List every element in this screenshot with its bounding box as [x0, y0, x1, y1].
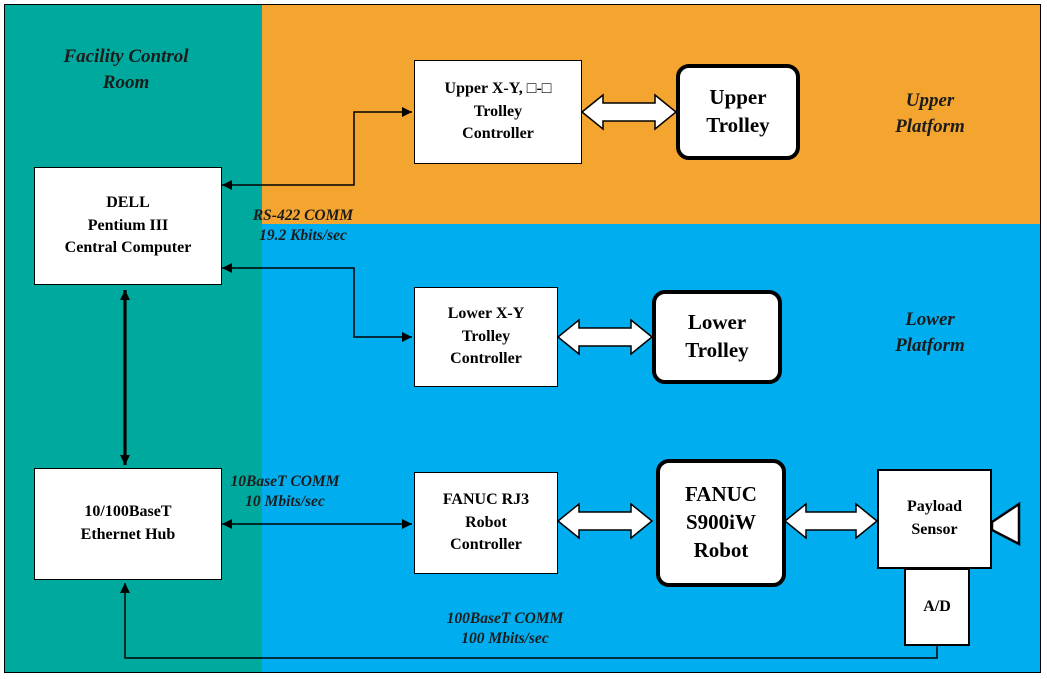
- base100-comm-label: 100BaseT COMM 100 Mbits/sec: [446, 610, 564, 648]
- upper-trolley-label: Upper Trolley: [706, 85, 770, 137]
- upper-trolley-controller-label: Upper X-Y, □-□ Trolley Controller: [444, 79, 552, 143]
- rs422-link-upper: [222, 107, 412, 190]
- lower-platform-label: Lower Platform: [895, 309, 965, 356]
- fanuc-robot-label: FANUC S900iW Robot: [685, 482, 757, 562]
- fanuc-robot-box: FANUC S900iW Robot: [656, 459, 786, 587]
- rs422-link-lower: [222, 263, 412, 342]
- double-arrow-lower: [556, 318, 654, 356]
- facility-control-room-label: Facility Control Room: [63, 46, 189, 93]
- payload-sensor-box: Payload Sensor: [877, 469, 992, 569]
- lower-trolley-controller-box: Lower X-Y Trolley Controller: [414, 287, 558, 387]
- central-computer-box: DELL Pentium III Central Computer: [34, 167, 222, 285]
- double-arrow-upper: [580, 93, 678, 131]
- lower-trolley-label: Lower Trolley: [685, 310, 749, 362]
- rs422-comm-label: RS-422 COMM 19.2 Kbits/sec: [252, 207, 354, 245]
- camera-lens-icon: [990, 501, 1021, 547]
- ad-converter-box: A/D: [904, 568, 970, 646]
- central-computer-label: DELL Pentium III Central Computer: [64, 193, 192, 257]
- robot-controller-label: FANUC RJ3 Robot Controller: [442, 490, 530, 554]
- double-arrow-robot: [556, 502, 654, 540]
- upper-trolley-box: Upper Trolley: [676, 64, 800, 160]
- base10-comm-label: 10BaseT COMM 10 Mbits/sec: [230, 473, 340, 511]
- base100-link: [120, 583, 938, 659]
- upper-trolley-controller-box: Upper X-Y, □-□ Trolley Controller: [414, 60, 582, 164]
- payload-sensor-label: Payload Sensor: [906, 498, 963, 538]
- lower-trolley-controller-label: Lower X-Y Trolley Controller: [447, 304, 525, 368]
- upper-platform-label: Upper Platform: [895, 90, 965, 137]
- ethernet-hub-label: 10/100BaseT Ethernet Hub: [80, 503, 176, 543]
- lower-trolley-box: Lower Trolley: [652, 290, 782, 384]
- double-arrow-sensor: [783, 502, 879, 540]
- ethernet-hub-box: 10/100BaseT Ethernet Hub: [34, 468, 222, 580]
- ad-converter-label: A/D: [923, 597, 951, 615]
- robot-controller-box: FANUC RJ3 Robot Controller: [414, 472, 558, 574]
